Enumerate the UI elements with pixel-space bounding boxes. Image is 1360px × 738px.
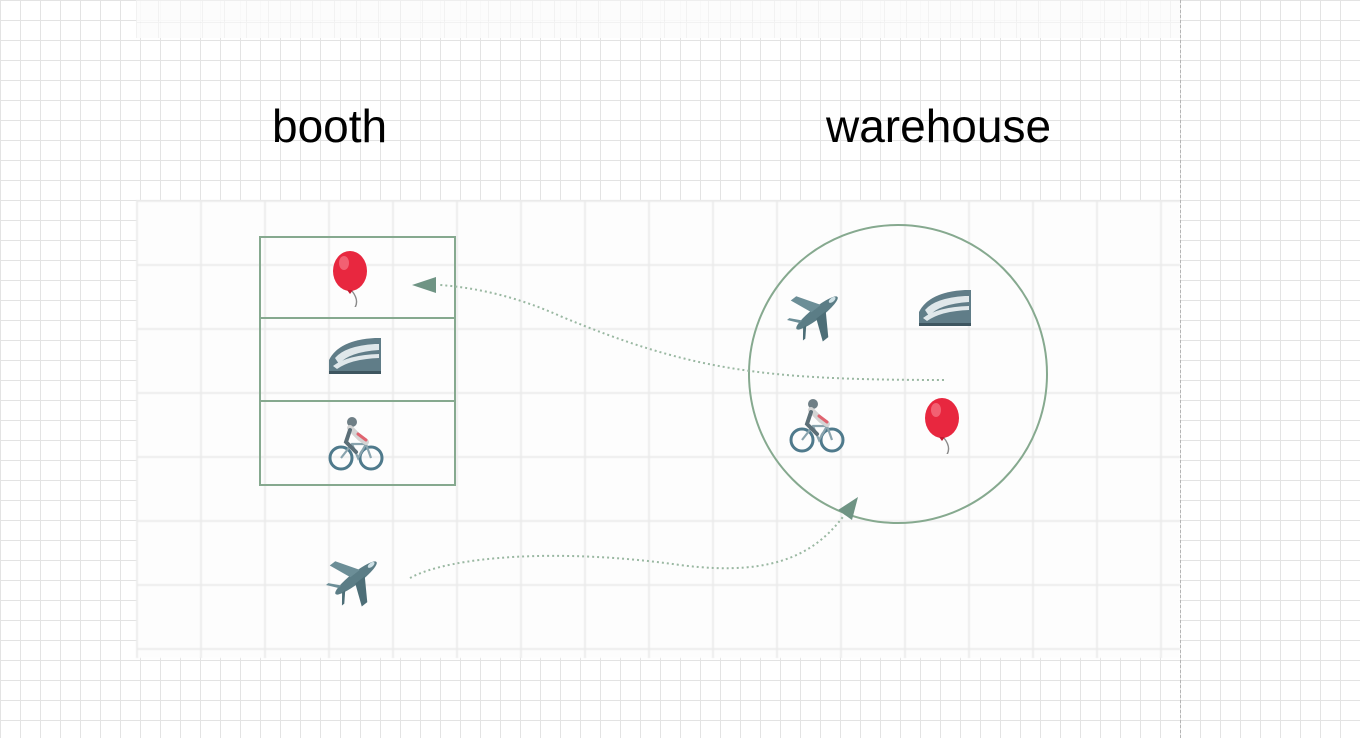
- arrow-to-warehouse: [409, 509, 849, 579]
- warehouse-bullet-train-icon: [919, 290, 971, 326]
- booth-bullet-train-icon: [329, 338, 381, 374]
- booth-box: [259, 236, 456, 486]
- arrow-to-booth-head: [412, 277, 436, 293]
- booth-bicycle-rider-icon: [330, 417, 382, 469]
- warehouse-bicycle-rider-icon: [791, 399, 843, 451]
- warehouse-circle: [748, 224, 1048, 524]
- arrow-to-booth: [439, 284, 945, 381]
- warehouse-airplane-icon: [787, 283, 847, 343]
- booth-heading: booth: [272, 100, 388, 152]
- page-guide-line: [1180, 0, 1181, 738]
- loose-airplane-icon: [326, 548, 386, 608]
- warehouse-balloon-icon: [924, 397, 960, 454]
- arrow-to-warehouse-head: [838, 497, 858, 520]
- canvas-top-strip: [136, 0, 1180, 38]
- warehouse-heading: warehouse: [826, 100, 1052, 152]
- diagram-canvas: [136, 200, 1180, 658]
- booth-balloon-icon: [332, 250, 368, 307]
